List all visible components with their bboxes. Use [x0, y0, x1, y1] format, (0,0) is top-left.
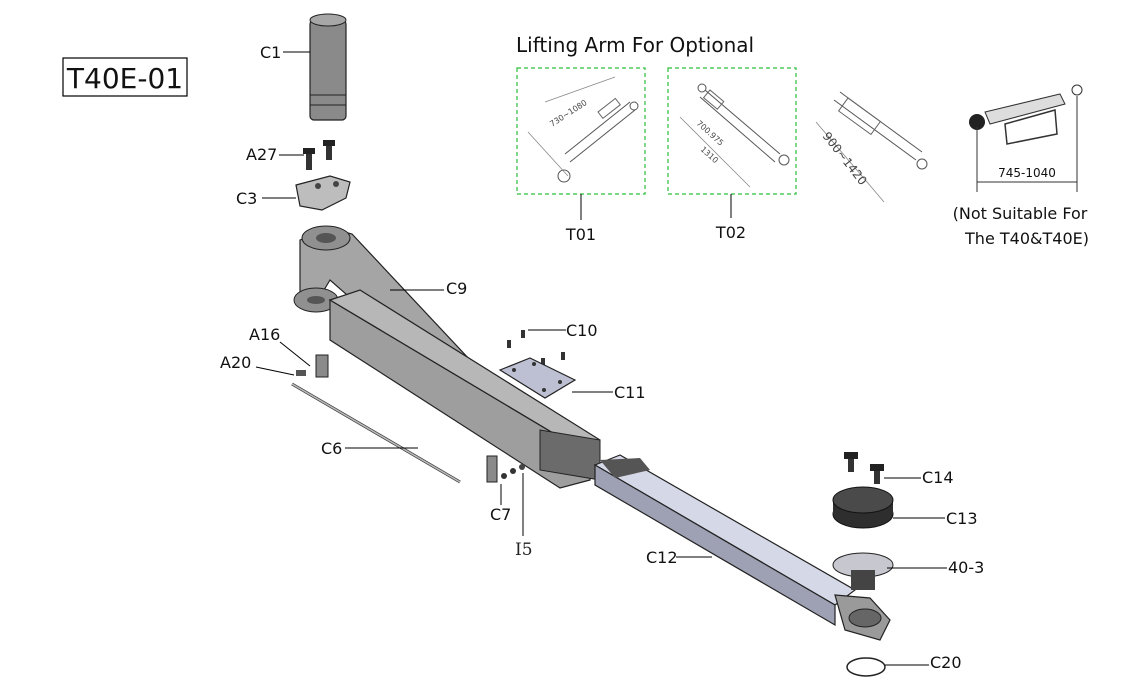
option-3-arm-drawing: 900~1420: [815, 91, 928, 203]
label-40-3: 40-3: [948, 558, 984, 577]
t01-label: T01: [565, 225, 596, 244]
t02-dimension-b: 1310: [699, 145, 720, 165]
part-c11-plate: C11: [498, 357, 646, 402]
t02-label: T02: [715, 223, 746, 242]
label-c11: C11: [614, 383, 646, 402]
optional-title: Lifting Arm For Optional: [516, 33, 754, 57]
label-c1: C1: [260, 43, 281, 62]
part-c14-bolts: C14: [844, 452, 954, 487]
label-c10: C10: [566, 321, 598, 340]
part-c9-arm: C9: [293, 225, 601, 489]
part-c1-pin: C1: [260, 13, 347, 121]
label-i5: I5: [515, 540, 533, 560]
t02-dimension-a: 700.975: [695, 119, 726, 148]
model-code: T40E-01: [66, 62, 183, 95]
label-c20: C20: [930, 653, 962, 672]
t02-arm-drawing: 700.975 1310: [679, 83, 790, 188]
option-4-dimension: 745-1040: [998, 166, 1056, 180]
option-4: 745-1040 (Not Suitable For The T40&T40E): [953, 84, 1089, 248]
label-c9: C9: [446, 279, 467, 298]
part-c13-pad: C13: [832, 486, 978, 529]
label-c3: C3: [236, 189, 257, 208]
t01-dimension: 730~1080: [548, 98, 588, 129]
part-c7-i5: C7 I5: [486, 455, 533, 560]
part-a27-bolts: A27: [246, 140, 335, 170]
part-c6-rod: C6: [291, 382, 461, 484]
part-40-3-holder: 40-3: [832, 552, 984, 590]
part-c20-ring: C20: [846, 653, 962, 677]
option-3-dimension: 900~1420: [820, 129, 870, 188]
label-a16: A16: [249, 325, 280, 344]
label-a27: A27: [246, 145, 277, 164]
option-t02: 700.975 1310 T02: [667, 67, 797, 242]
part-c12-inner-arm: C12: [593, 454, 891, 641]
note-line-1: (Not Suitable For: [953, 204, 1088, 223]
option-4-arm-drawing: [969, 84, 1083, 192]
label-c13: C13: [946, 509, 978, 528]
part-c3-block: C3: [236, 175, 351, 211]
label-c7: C7: [490, 505, 511, 524]
label-c14: C14: [922, 468, 954, 487]
part-a16-a20: A16 A20: [220, 325, 329, 378]
t01-arm-drawing: 730~1080: [527, 76, 639, 183]
model-code-box: T40E-01: [62, 57, 188, 97]
label-c6: C6: [321, 439, 342, 458]
part-c10-screws: C10: [507, 321, 598, 366]
option-t01: 730~1080 T01: [516, 67, 646, 244]
note-line-2: The T40&T40E): [964, 229, 1089, 248]
label-c12: C12: [646, 548, 678, 567]
label-a20: A20: [220, 353, 251, 372]
